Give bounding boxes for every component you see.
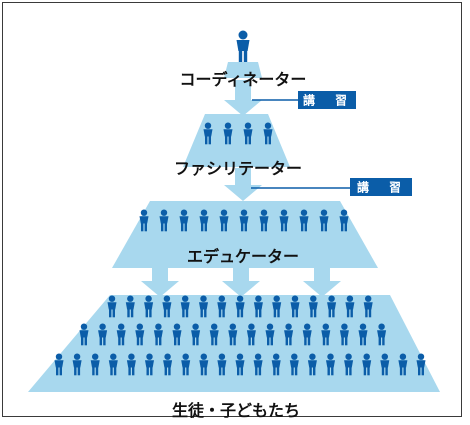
arrow-down-icon [222,268,260,297]
arrows [141,80,341,297]
arrow-down-icon [141,268,179,297]
arrow-down-icon [303,268,341,297]
tag-label: 講 習 [303,93,351,108]
tier-coordinator [224,62,262,78]
person-icon [236,30,250,62]
level-label-facilitator: ファシリテーター [174,159,302,178]
tag-label: 講 習 [357,180,405,195]
tag-training-2: 講 習 [350,178,412,196]
arrow-down-icon [224,80,262,116]
level-label-coordinator: コーディネーター [180,70,307,89]
tag-connectors [251,99,350,189]
level-label-educator: エデュケーター [187,247,299,266]
arrow-down-icon [224,168,262,201]
level-label-students: 生徒・子どもたち [172,401,300,420]
diagram-frame [2,2,462,417]
tag-training-1: 講 習 [298,91,356,109]
tier-educator [112,201,378,268]
